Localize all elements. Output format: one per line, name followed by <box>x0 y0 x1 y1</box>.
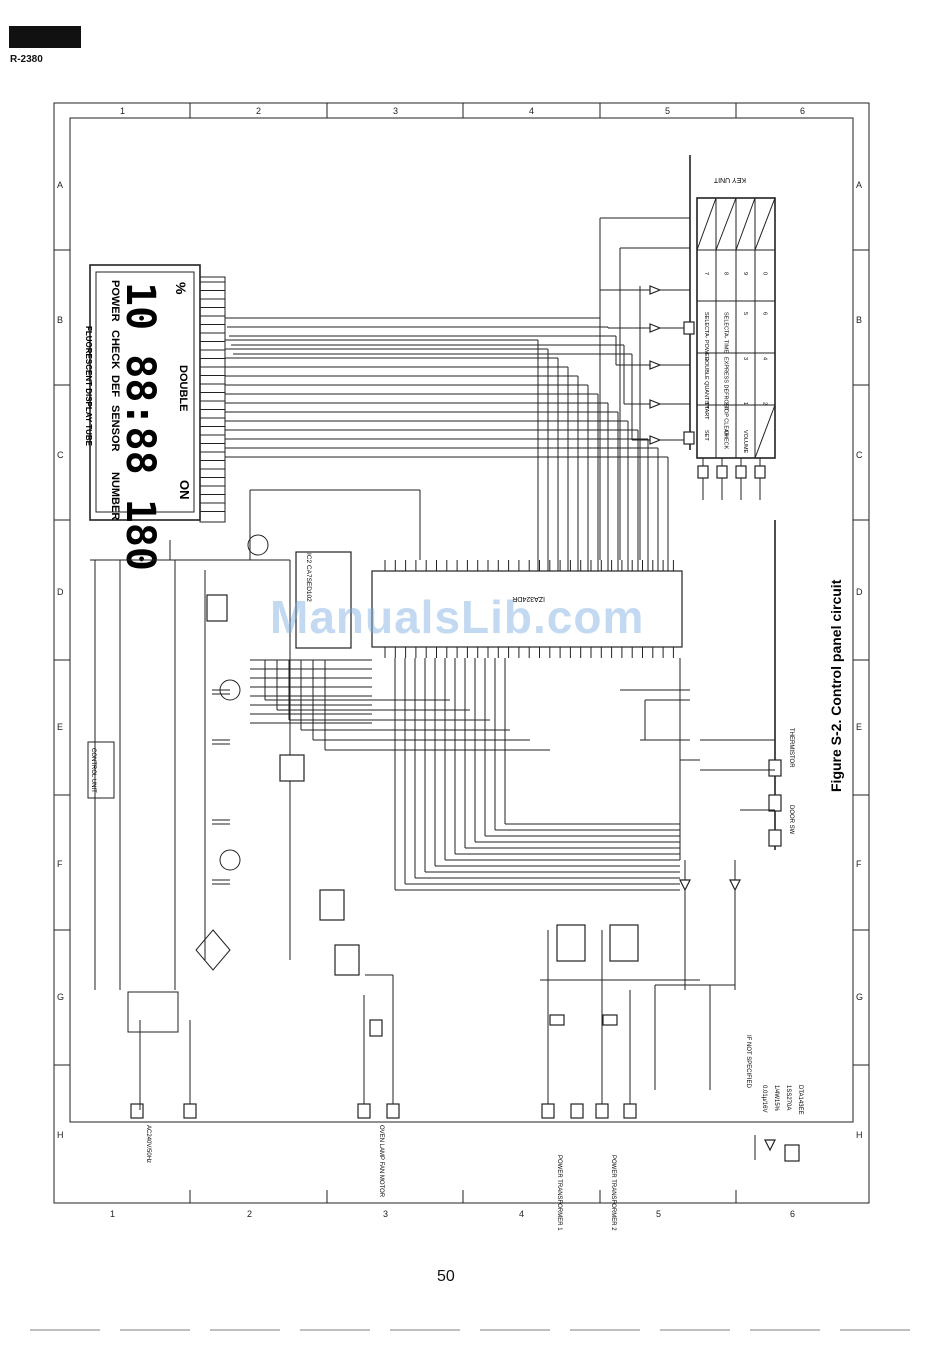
col-label-bottom-6: 6 <box>790 1209 795 1219</box>
display-word-check: CHECK <box>109 330 121 369</box>
key-label: VOLUME <box>742 430 748 454</box>
legend-title: IF NOT SPECIFIED <box>745 1035 751 1089</box>
ac-input-label: AC240V/50Hz <box>145 1125 151 1163</box>
row-label-right-c: C <box>856 450 863 460</box>
door-switch-label: DOOR SW <box>788 805 794 835</box>
row-label-right-g: G <box>856 992 863 1002</box>
col-label-top-3: 3 <box>393 106 398 116</box>
model-number: R-2380 <box>10 54 43 65</box>
row-label-left-h: H <box>57 1130 64 1140</box>
row-label-left-c: C <box>57 450 64 460</box>
bottom-connectors: AC240V/50Hz OVEN LAMP FAN MOTOR POWER TR… <box>130 1103 637 1231</box>
row-label-left-a: A <box>57 180 63 190</box>
frame <box>53 102 870 1204</box>
row-label-left-d: D <box>57 587 64 597</box>
row-label-right-e: E <box>856 722 862 732</box>
row-label-right-a: A <box>856 180 862 190</box>
key-label: 9 <box>742 272 748 275</box>
key-diodes <box>649 285 695 445</box>
ic2: IC2 CA7SED102 <box>295 551 352 649</box>
col-label-bottom-1: 1 <box>110 1209 115 1219</box>
row-label-left-b: B <box>57 315 63 325</box>
key-label: SET <box>703 430 709 441</box>
figure-caption-text: Figure S-2. Control panel circuit <box>828 579 844 792</box>
key-label: 4 <box>762 357 768 360</box>
display-tube-label: FLUORESCENT DISPLAY TUBE <box>84 326 93 447</box>
display-word-on: ON <box>177 480 192 500</box>
display-word-double: DOUBLE <box>177 365 189 411</box>
key-label: 5 <box>742 312 748 315</box>
main-ic-label: IZA324DR <box>512 595 545 602</box>
display-digits: 10 88:88 180 <box>117 282 163 571</box>
row-label-left-g: G <box>57 992 64 1002</box>
col-label-top-4: 4 <box>529 106 534 116</box>
key-label: 1 <box>742 402 748 405</box>
fluorescent-display: FLUORESCENT DISPLAY TUBE 10 88:88 180 PO… <box>84 264 201 571</box>
power-section: CONTROL UNIT <box>87 534 394 1110</box>
display-pin-header <box>199 276 226 523</box>
key-label: 2 <box>762 402 768 405</box>
col-label-bottom-5: 5 <box>656 1209 661 1219</box>
control-unit-label: CONTROL UNIT <box>90 748 96 793</box>
row-label-right-b: B <box>856 315 862 325</box>
display-word-number: NUMBER <box>109 472 121 520</box>
key-label: 6 <box>762 312 768 315</box>
legend-item-3: 1SS270A <box>785 1085 791 1110</box>
power-transformer-2-label: POWER TRANSFORMER 2 <box>610 1155 616 1231</box>
col-label-top-6: 6 <box>800 106 805 116</box>
row-label-left-e: E <box>57 722 63 732</box>
legend-item-1: 0.01µ/16V <box>761 1085 767 1112</box>
power-transformer-1-label: POWER TRANSFORMER 1 <box>556 1155 562 1231</box>
display-word-def: DEF <box>109 375 121 397</box>
key-label: STOP CLEAR <box>723 402 729 437</box>
legend-item-2: 1/4W15% <box>773 1085 779 1112</box>
row-label-right-f: F <box>856 859 862 869</box>
key-label: 7 <box>703 272 709 275</box>
key-label: 3 <box>742 357 748 360</box>
oven-lamp-label: OVEN LAMP FAN MOTOR <box>378 1125 384 1198</box>
col-label-top-1: 1 <box>120 106 125 116</box>
col-label-bottom-3: 3 <box>383 1209 388 1219</box>
row-label-right-h: H <box>856 1130 863 1140</box>
col-label-top-5: 5 <box>665 106 670 116</box>
thermistor-door: THERMISTOR DOOR SW <box>700 520 794 850</box>
key-label: START <box>703 402 709 420</box>
header-black-bar <box>9 26 81 48</box>
col-label-top-2: 2 <box>256 106 261 116</box>
key-unit-connector <box>689 155 766 500</box>
thermistor-label: THERMISTOR <box>788 728 794 768</box>
key-label: SELECTA- TIME <box>723 312 729 353</box>
display-word-power: POWER <box>109 280 121 322</box>
relay-drivers <box>547 860 741 1104</box>
scan-lines <box>225 217 690 571</box>
figure-caption: Figure S-2. Control panel circuit <box>828 579 844 792</box>
wiring <box>90 489 735 1110</box>
key-label: 8 <box>723 272 729 275</box>
row-label-left-f: F <box>57 859 63 869</box>
key-label: SELECTA- POWER <box>703 312 709 361</box>
ic2-label: IC2 CA7SED102 <box>305 553 312 602</box>
col-label-bottom-4: 4 <box>519 1209 524 1219</box>
key-label: 0 <box>762 272 768 275</box>
watermark: ManualsLib.com <box>270 591 645 643</box>
display-percent: % <box>173 282 189 295</box>
display-word-sensor: SENSOR <box>109 405 121 452</box>
key-unit-label: KEY UNIT <box>713 176 746 183</box>
col-label-bottom-2: 2 <box>247 1209 252 1219</box>
legend-item-4: DTA143EE <box>797 1085 803 1115</box>
key-label: CHECK <box>723 430 729 450</box>
key-label: DOUBLE QUANTITY <box>703 357 709 409</box>
row-label-right-d: D <box>856 587 863 597</box>
key-label: EXPRESS DEFROST <box>723 357 729 411</box>
legend: IF NOT SPECIFIED 0.01µ/16V 1/4W15% 1SS27… <box>745 1035 803 1162</box>
page-number: 50 <box>437 1268 455 1285</box>
main-ic: IZA324DR <box>371 560 683 658</box>
grid-labels: 1 2 3 4 5 6 1 2 3 4 5 6 A B C D E F G H … <box>57 106 863 1219</box>
